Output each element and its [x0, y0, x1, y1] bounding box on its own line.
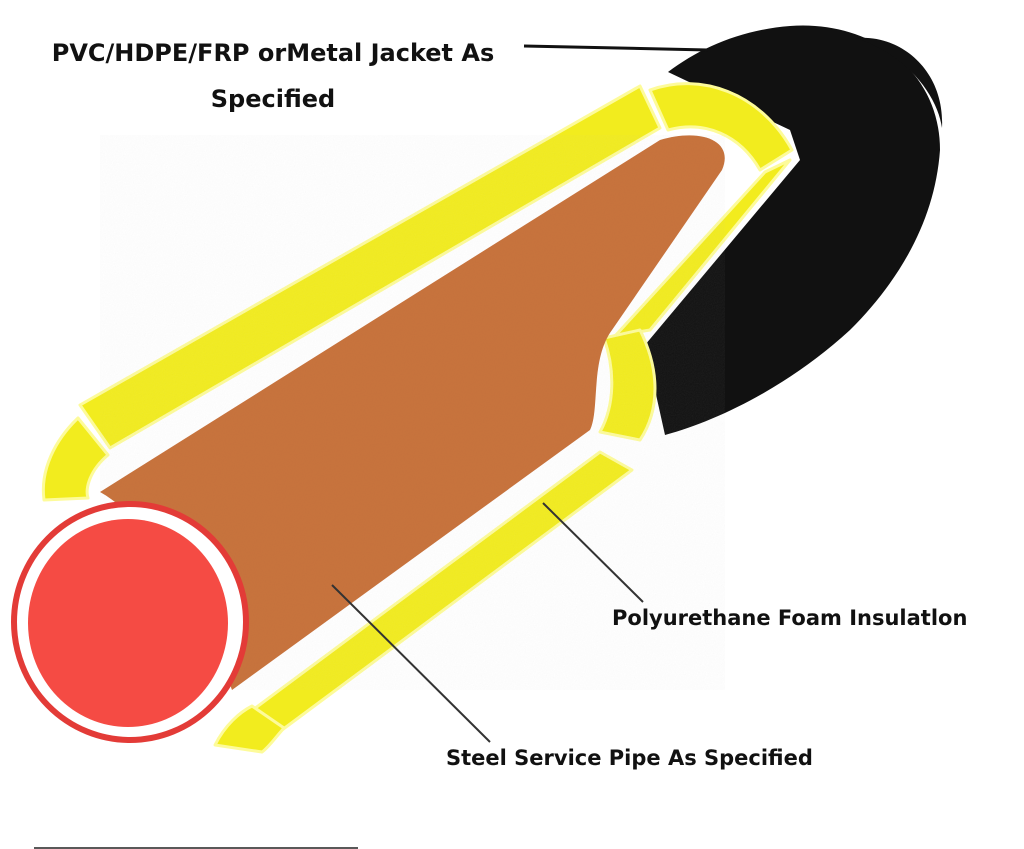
leader-lines — [331, 44, 709, 743]
leader-jacket — [523, 44, 709, 52]
jacket-label: PVC/HDPE/FRP orMetal Jacket As Specified — [51, 39, 495, 113]
outer-jacket — [645, 25, 943, 435]
leader-pipe — [331, 584, 491, 743]
foam-label: Polyurethane Foam Insulatlon — [612, 606, 968, 630]
foam-insulation — [41, 82, 794, 754]
pipe-label: Steel Service Pipe As Specified — [446, 746, 813, 770]
leader-foam — [542, 502, 644, 603]
steel-service-pipe — [100, 135, 725, 691]
pipe-end-face — [11, 501, 249, 743]
